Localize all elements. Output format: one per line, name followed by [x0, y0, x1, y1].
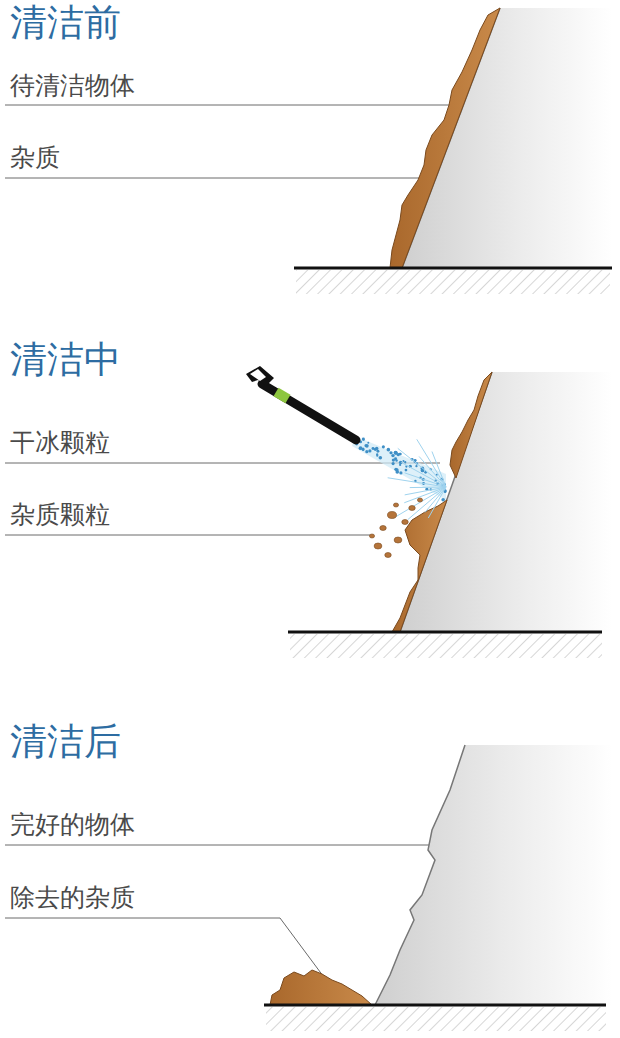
panel-after — [264, 745, 612, 1031]
part-label: 杂质颗粒 — [10, 501, 110, 529]
panel-heading: 清洁后 — [10, 722, 121, 763]
spray-rays — [388, 439, 446, 519]
part-label: 完好的物体 — [10, 811, 135, 839]
panel-before — [294, 8, 612, 294]
part-label: 杂质 — [10, 144, 60, 172]
part-label: 待清洁物体 — [10, 72, 135, 100]
panel-during — [246, 366, 612, 658]
panel-heading: 清洁前 — [10, 3, 121, 44]
part-label: 干冰颗粒 — [10, 429, 110, 457]
panel-heading: 清洁中 — [10, 340, 121, 381]
debris-particles — [369, 498, 422, 558]
part-label: 除去的杂质 — [10, 884, 135, 912]
